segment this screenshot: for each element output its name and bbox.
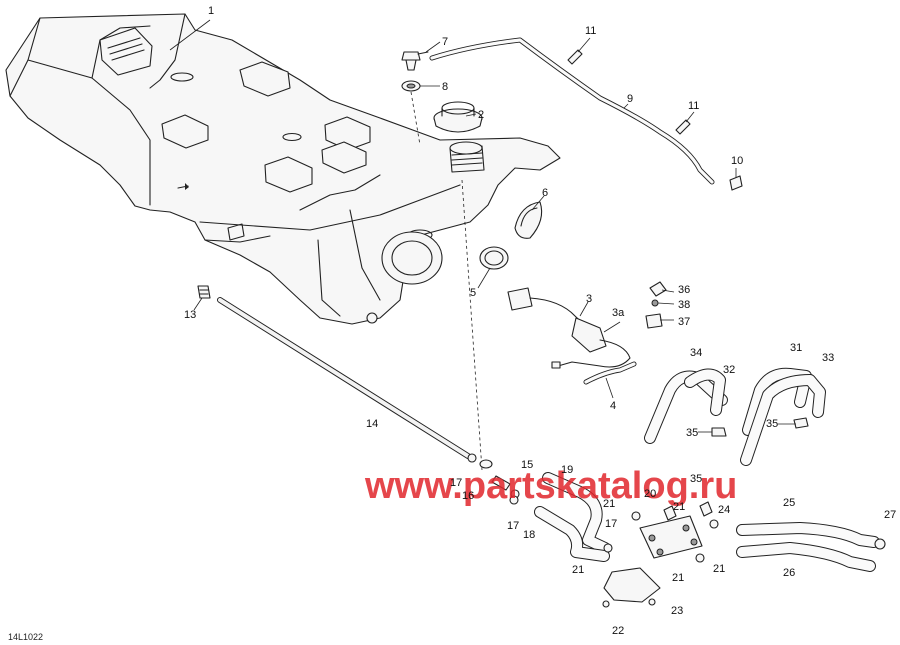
callout-label: 21 xyxy=(572,564,584,576)
callout-label: 35 xyxy=(766,418,778,430)
callout-label: 35 xyxy=(686,427,698,439)
callout-label: 10 xyxy=(731,155,743,167)
coolant-hoses-upper xyxy=(644,367,826,466)
callout-label: 34 xyxy=(690,347,702,359)
callout-label: 35 xyxy=(690,473,702,485)
callout-label: 3 xyxy=(586,293,592,305)
callout-label: 22 xyxy=(612,625,624,637)
leader-lines xyxy=(169,19,796,433)
callout-label: 7 xyxy=(442,36,448,48)
fuel-pump xyxy=(507,287,637,385)
fittings xyxy=(479,459,520,505)
callout-label: 21 xyxy=(603,498,615,510)
callout-label: 11 xyxy=(688,100,699,112)
callout-label: 21 xyxy=(672,572,684,584)
grommet xyxy=(401,80,421,92)
pump-seal-ring xyxy=(514,201,543,239)
callout-label: 24 xyxy=(718,504,730,516)
callout-label: 18 xyxy=(523,529,535,541)
callout-label: 38 xyxy=(678,299,690,311)
callout-label: 17 xyxy=(605,518,617,530)
sensor-bracket xyxy=(645,281,667,329)
callout-label: 2 xyxy=(478,109,484,121)
callout-label: 33 xyxy=(822,352,834,364)
callout-label: 1 xyxy=(208,5,214,17)
vent-valve xyxy=(401,51,429,71)
callout-label: 21 xyxy=(673,501,685,513)
fuel-tank xyxy=(5,13,561,325)
callout-labels: 1 2 3 3a 4 5 6 7 8 9 10 11 11 13 14 15 1… xyxy=(184,5,896,637)
callout-label: 3a xyxy=(612,307,625,319)
callout-label: 27 xyxy=(884,509,896,521)
lock-ring xyxy=(479,246,509,270)
callout-label: 23 xyxy=(671,605,683,617)
callout-label: 4 xyxy=(610,400,616,412)
assembly-line xyxy=(461,179,483,471)
coolant-hoses-lower xyxy=(534,472,886,572)
callout-label: 13 xyxy=(184,309,196,321)
callout-label: 14 xyxy=(366,418,378,430)
callout-label: 17 xyxy=(450,477,462,489)
callout-label: 21 xyxy=(713,563,725,575)
valve-manifold xyxy=(602,501,719,608)
callout-label: 25 xyxy=(783,497,795,509)
callout-label: 17 xyxy=(507,520,519,532)
callout-label: 20 xyxy=(644,488,656,500)
callout-label: 19 xyxy=(561,464,573,476)
callout-label: 11 xyxy=(585,25,596,37)
callout-label: 8 xyxy=(442,81,448,93)
reference-code: 14L1022 xyxy=(8,632,43,642)
fuel-cap xyxy=(433,101,483,133)
callout-label: 32 xyxy=(723,364,735,376)
callout-label: 26 xyxy=(783,567,795,579)
callout-label: 5 xyxy=(470,287,476,299)
drain-tube xyxy=(197,285,477,463)
callout-label: 37 xyxy=(678,316,690,328)
vent-hose xyxy=(429,37,743,191)
assembly-line xyxy=(410,91,421,146)
callout-label: 31 xyxy=(790,342,802,354)
callout-label: 9 xyxy=(627,93,633,105)
callout-label: 15 xyxy=(521,459,533,471)
callout-label: 16 xyxy=(462,490,474,502)
watermark: www.partskatalog.ru xyxy=(364,465,737,507)
callout-label: 36 xyxy=(678,284,690,296)
callout-label: 6 xyxy=(542,187,548,199)
